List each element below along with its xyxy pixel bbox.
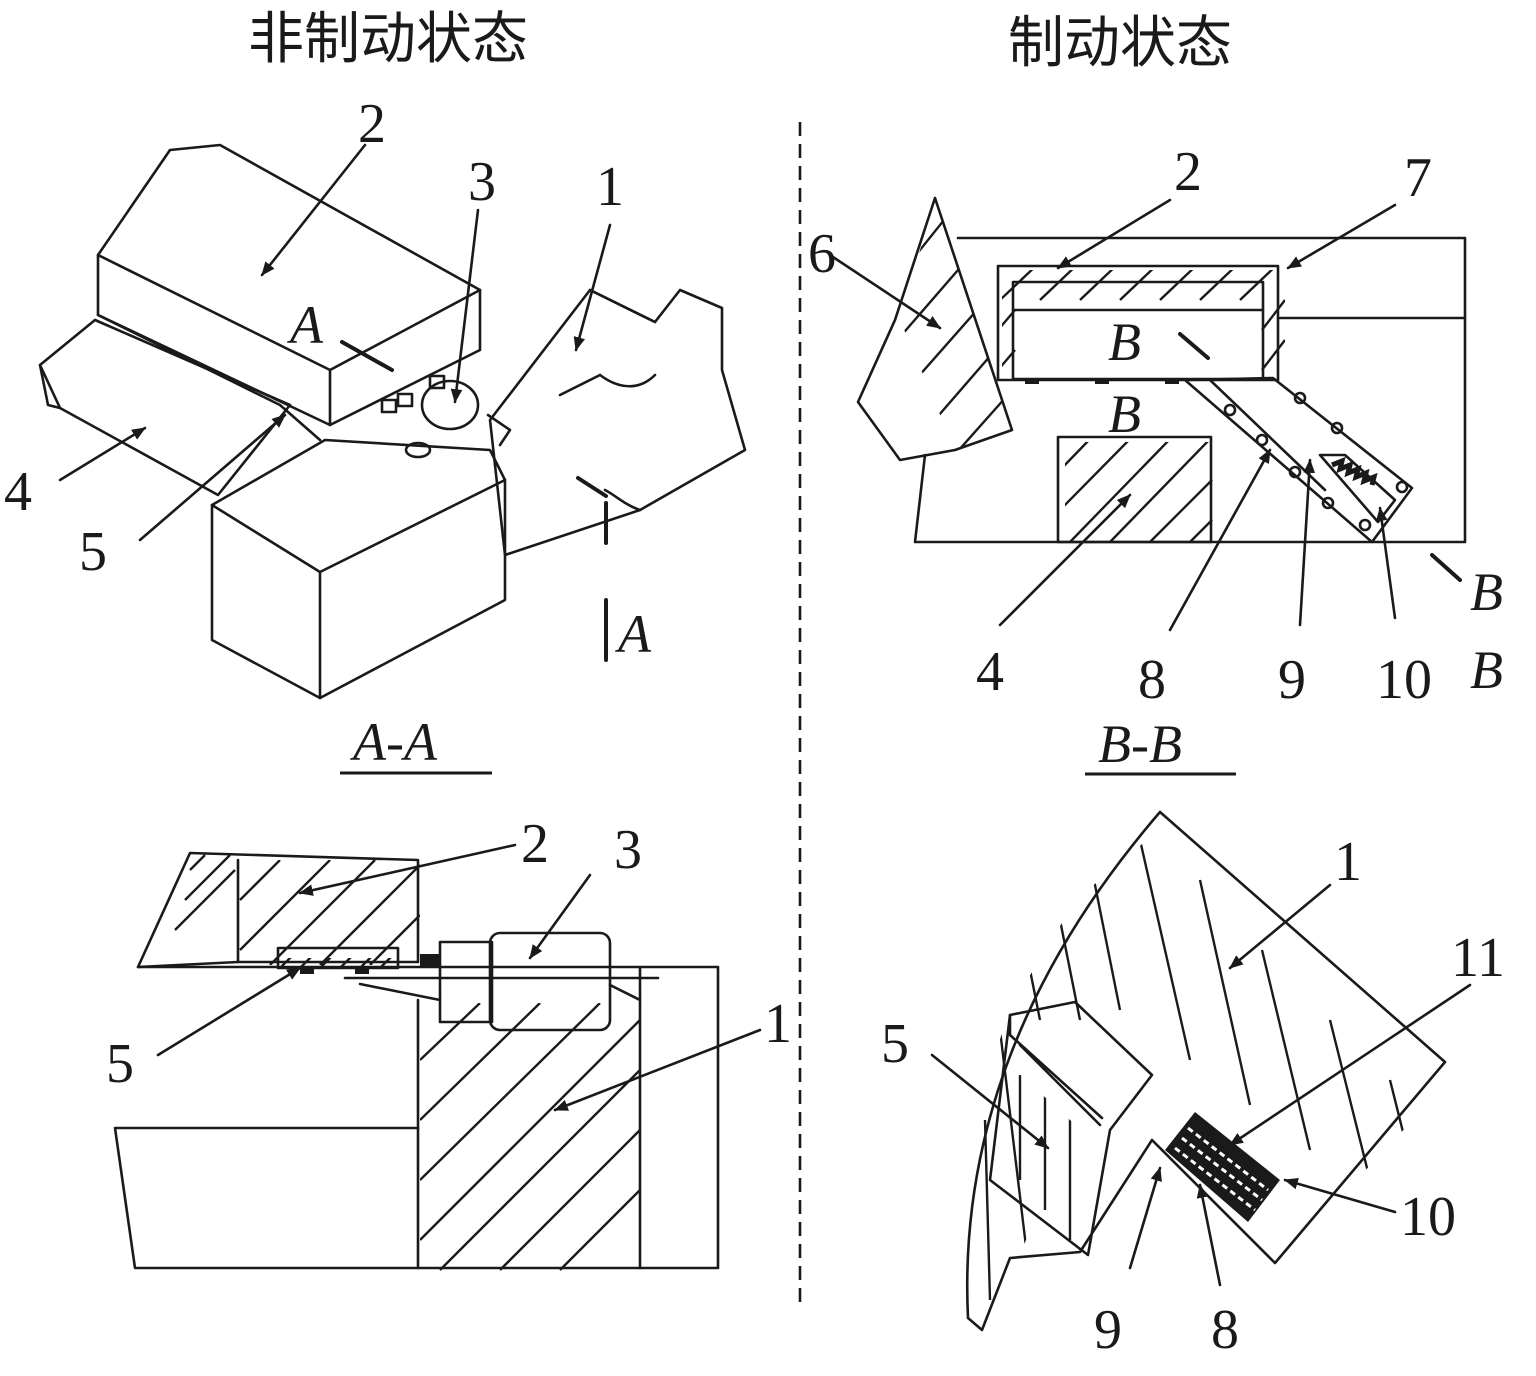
bb-label-11: 11 xyxy=(1451,927,1505,989)
aa-part-5 xyxy=(276,946,400,970)
mounting-hole xyxy=(404,441,432,459)
section-aa-view: 2 3 5 1 xyxy=(106,813,792,1271)
aa-part-3-body xyxy=(488,931,612,1032)
brake-label-9: 9 xyxy=(1278,649,1306,711)
section-title-aa: A-A xyxy=(350,712,438,772)
aa-label-2: 2 xyxy=(521,813,549,875)
iso-label-1: 1 xyxy=(596,156,624,218)
brake-label-2: 2 xyxy=(1174,141,1202,203)
part-4-block xyxy=(1056,435,1213,544)
section-mark-b-below: B xyxy=(1108,384,1141,444)
bb-label-5: 5 xyxy=(881,1013,909,1075)
aa-label-3: 3 xyxy=(614,819,642,881)
bb-label-8: 8 xyxy=(1211,1299,1239,1361)
section-bb-view: 1 11 5 10 9 8 xyxy=(881,810,1505,1361)
aa-part-2 xyxy=(136,851,420,969)
part-6-wedge xyxy=(856,196,1014,462)
aa-label-1: 1 xyxy=(764,993,792,1055)
spring-coil xyxy=(1331,456,1378,486)
title-braking: 制动状态 xyxy=(1008,11,1232,76)
section-mark-b-right-1: B xyxy=(1470,562,1503,622)
iso-label-5: 5 xyxy=(79,521,107,583)
bb-label-1: 1 xyxy=(1334,831,1362,893)
iso-label-3: 3 xyxy=(468,151,496,213)
title-non-braking: 非制动状态 xyxy=(248,7,528,72)
part-3-roller xyxy=(420,379,480,431)
part-2-upper-block xyxy=(96,143,482,427)
section-title-bb: B-B xyxy=(1098,714,1182,774)
bb-part-11-spring xyxy=(1165,1112,1280,1222)
brake-label-10: 10 xyxy=(1376,649,1432,711)
brake-label-6: 6 xyxy=(808,223,836,285)
part-1-rail xyxy=(488,288,747,557)
brake-housing xyxy=(913,236,1467,544)
iso-label-2: 2 xyxy=(358,93,386,155)
bb-part-5 xyxy=(988,1000,1154,1257)
braking-view: B B B B 2 7 6 4 8 9 10 xyxy=(808,141,1503,711)
bb-label-10: 10 xyxy=(1400,1186,1456,1248)
bb-label-9: 9 xyxy=(1094,1299,1122,1361)
section-mark-b-inner: B xyxy=(1108,312,1141,372)
part-4-base xyxy=(38,318,292,497)
bb-outline xyxy=(965,810,1447,1332)
brake-label-4: 4 xyxy=(976,641,1004,703)
aa-frame xyxy=(113,965,720,1270)
aa-label-5: 5 xyxy=(106,1033,134,1095)
iso-label-4: 4 xyxy=(4,461,32,523)
part-8-bar xyxy=(1183,376,1414,544)
brake-label-8: 8 xyxy=(1138,649,1166,711)
isometric-view: A A 2 3 1 4 5 xyxy=(4,93,747,700)
section-mark-a-top: A xyxy=(287,295,324,355)
part-10-spring-housing xyxy=(1318,453,1397,524)
aa-part-3-collar xyxy=(438,940,494,1024)
brake-label-7: 7 xyxy=(1404,147,1432,209)
section-mark-a-right: A xyxy=(615,604,652,664)
part-5-front-shoe xyxy=(210,438,507,700)
section-mark-b-right-2: B xyxy=(1470,640,1503,700)
